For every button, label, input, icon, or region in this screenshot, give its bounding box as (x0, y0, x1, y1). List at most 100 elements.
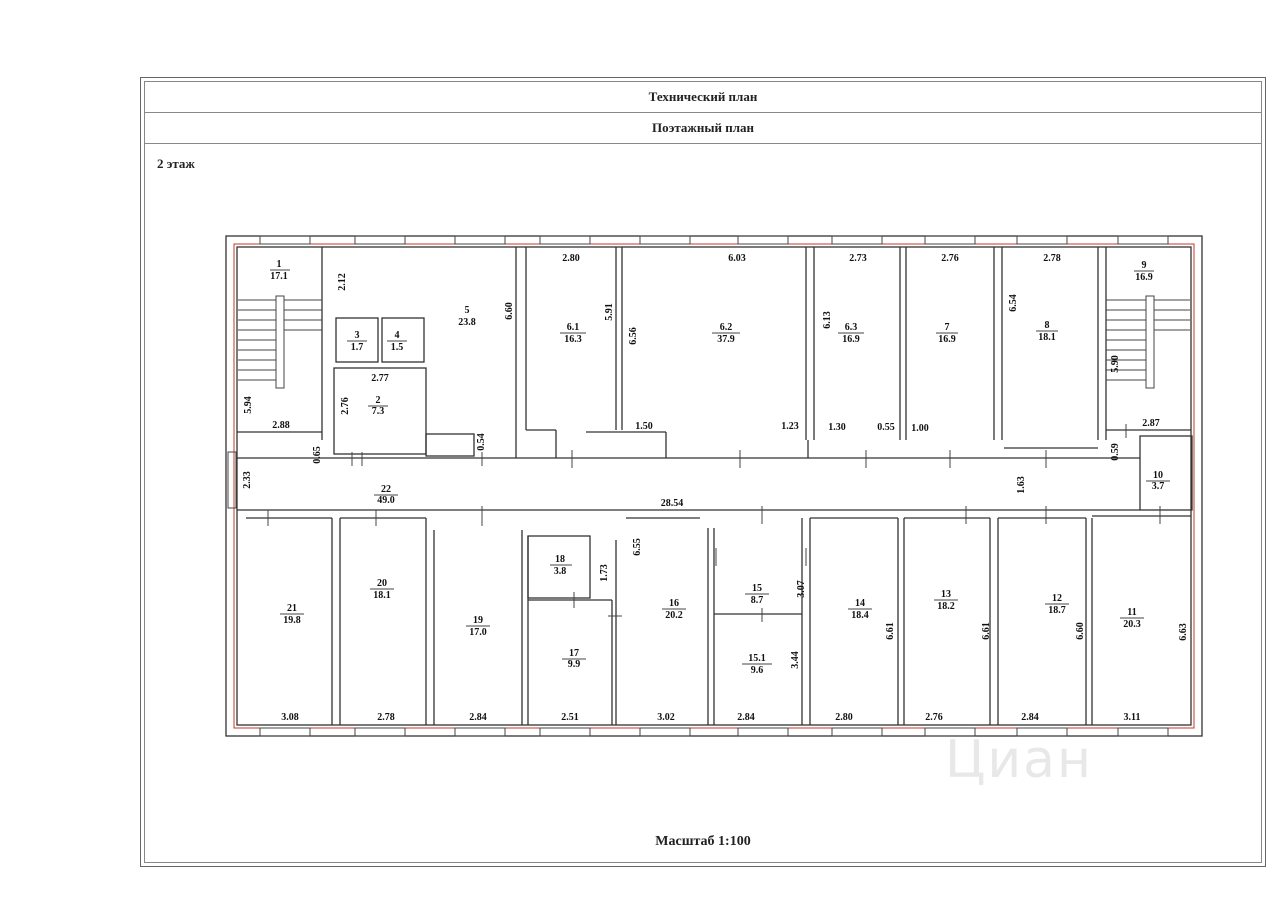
dim-label: 2.51 (561, 712, 579, 723)
room-4-area: 1.5 (391, 342, 404, 353)
lower-partitions (237, 509, 1191, 725)
room-19-number: 19 (473, 615, 483, 626)
room-7-area: 16.9 (938, 334, 956, 345)
upper-partitions (237, 247, 1191, 459)
dim-label: 2.80 (562, 253, 580, 264)
dimension-labels: 2.80 6.03 2.73 2.76 2.78 2.12 6.60 5.91 … (242, 253, 1189, 723)
watermark-logo: Циан (945, 730, 1094, 790)
room-labels: 1 17.1 2 7.3 3 1.7 4 1.5 5 23.8 6.1 16.3… (270, 259, 1164, 676)
plan-subtitle: Поэтажный план (145, 113, 1261, 144)
room-6-1-area: 16.3 (564, 334, 582, 345)
dim-label: 1.63 (1016, 476, 1027, 494)
room-21-area: 19.8 (283, 615, 301, 626)
room-12-number: 12 (1052, 593, 1062, 604)
staircase-left (238, 295, 322, 389)
dim-label: 6.61 (981, 622, 992, 640)
dim-label: 6.13 (822, 311, 833, 329)
label-underlines (270, 269, 1170, 665)
room-3-area: 1.7 (351, 342, 364, 353)
dim-label: 1.30 (828, 422, 846, 433)
dim-label: 2.78 (377, 712, 395, 723)
staircase-right (1106, 295, 1190, 389)
wc-block (333, 317, 475, 457)
dim-label: 3.44 (790, 651, 801, 669)
sheet-inner-frame: Технический план Поэтажный план 2 этаж М… (144, 81, 1262, 863)
dim-label: 2.77 (371, 373, 389, 384)
dim-label: 2.88 (272, 420, 290, 431)
windows-bottom (259, 727, 1169, 737)
dim-label: 2.76 (941, 253, 959, 264)
dim-label: 28.54 (661, 498, 684, 509)
dim-label: 1.73 (599, 564, 610, 582)
dim-label: 6.60 (1075, 622, 1086, 640)
room-16-area: 20.2 (665, 610, 683, 621)
room-15-area: 8.7 (751, 595, 764, 606)
room-15-number: 15 (752, 583, 762, 594)
dim-label: 5.91 (604, 303, 615, 321)
room-9-number: 9 (1142, 260, 1147, 271)
dim-label: 1.23 (781, 421, 799, 432)
room-2-area: 7.3 (372, 406, 385, 417)
room-15-1-number: 15.1 (748, 653, 766, 664)
room-7-number: 7 (945, 322, 950, 333)
room-6-2-area: 37.9 (717, 334, 735, 345)
dim-label: 2.84 (1021, 712, 1039, 723)
room-5-number: 5 (465, 305, 470, 316)
dim-label: 2.73 (849, 253, 867, 264)
dim-label: 6.56 (628, 327, 639, 345)
scale-label: Масштаб 1:100 (655, 834, 751, 849)
room-20-number: 20 (377, 578, 387, 589)
room-10-number: 10 (1153, 470, 1163, 481)
dim-label: 2.87 (1142, 418, 1160, 429)
room-16-number: 16 (669, 598, 679, 609)
room-17-area: 9.9 (568, 659, 581, 670)
room-6-3-area: 16.9 (842, 334, 860, 345)
room-6-3-number: 6.3 (845, 322, 858, 333)
red-inner-boundary (233, 243, 1195, 729)
room-13-number: 13 (941, 589, 951, 600)
dim-label: 6.63 (1178, 623, 1189, 641)
room-1-number: 1 (277, 259, 282, 270)
room-8-number: 8 (1045, 320, 1050, 331)
outer-wall (225, 235, 1203, 737)
dim-label: 2.80 (835, 712, 853, 723)
plan-title: Технический план (145, 82, 1261, 113)
room-22-number: 22 (381, 484, 391, 495)
room-22-area: 49.0 (377, 495, 395, 506)
floor-label: 2 этаж (157, 156, 195, 171)
dim-label: 1.00 (911, 423, 929, 434)
dim-label: 2.84 (469, 712, 487, 723)
dim-label: 2.33 (242, 471, 253, 489)
dim-label: 3.07 (796, 580, 807, 598)
dim-label: 5.94 (243, 396, 254, 414)
dim-label: 0.54 (476, 433, 487, 451)
dim-label: 6.03 (728, 253, 746, 264)
dim-label: 2.76 (340, 397, 351, 415)
dim-label: 2.12 (337, 273, 348, 291)
room-21-number: 21 (287, 603, 297, 614)
room-6-2-number: 6.2 (720, 322, 733, 333)
dim-label: 6.60 (504, 302, 515, 320)
dim-label: 1.50 (635, 421, 653, 432)
room-20-area: 18.1 (373, 590, 391, 601)
room-14-number: 14 (855, 598, 865, 609)
room-4-number: 4 (395, 330, 400, 341)
room-1-area: 17.1 (270, 271, 288, 282)
room-19-area: 17.0 (469, 627, 487, 638)
entrance-door (227, 451, 237, 509)
room-12-area: 18.7 (1048, 605, 1066, 616)
dim-label: 5.90 (1110, 355, 1121, 373)
dim-label: 3.02 (657, 712, 675, 723)
dim-label: 2.78 (1043, 253, 1061, 264)
room-13-area: 18.2 (937, 601, 955, 612)
dim-label: 2.76 (925, 712, 943, 723)
room-10-area: 3.7 (1152, 481, 1165, 492)
windows-top (259, 235, 1169, 245)
door-marks (267, 424, 1161, 622)
room-3-number: 3 (355, 330, 360, 341)
room-15-1-area: 9.6 (751, 665, 764, 676)
dim-label: 2.84 (737, 712, 755, 723)
dim-label: 6.61 (885, 622, 896, 640)
dim-label: 3.11 (1124, 712, 1141, 723)
